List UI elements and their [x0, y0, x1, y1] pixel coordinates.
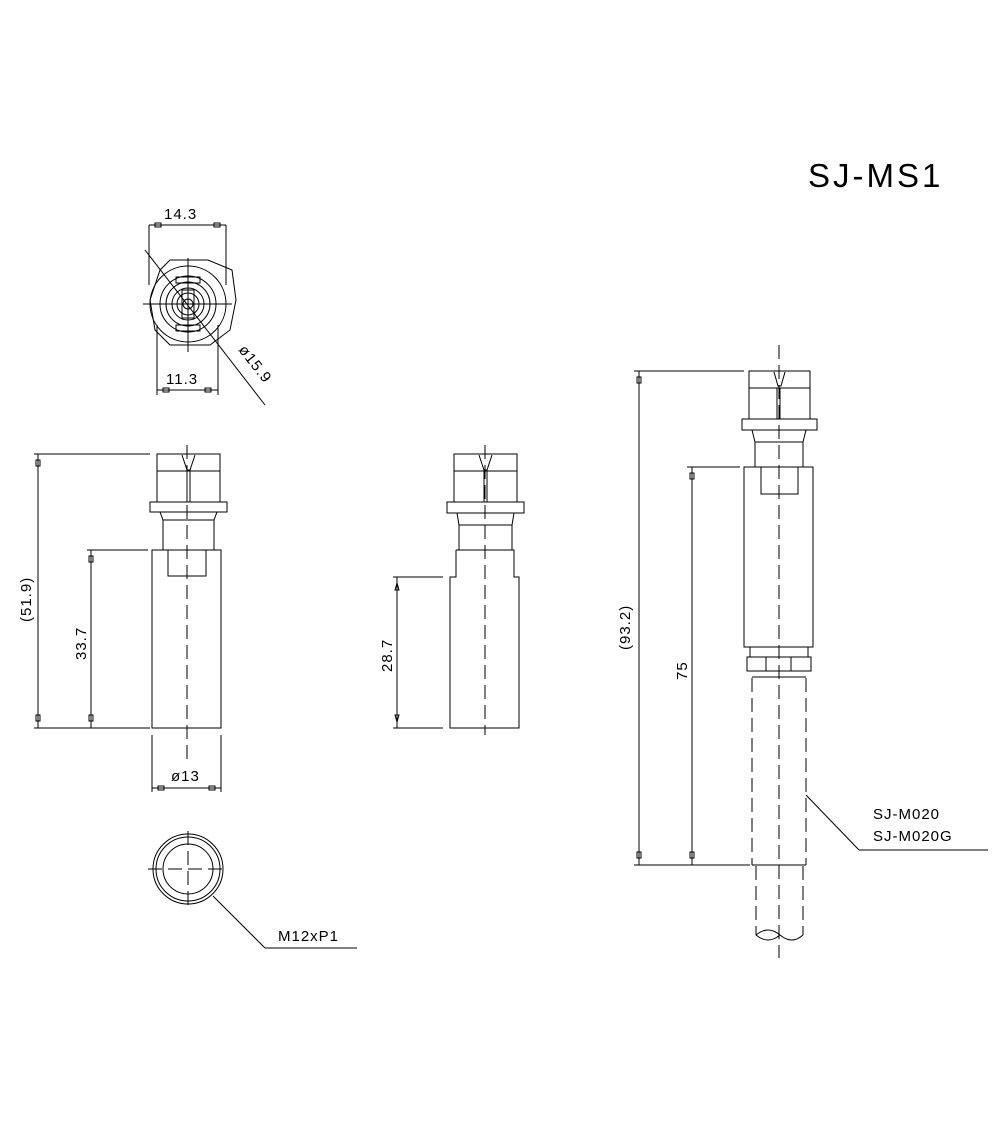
side-view-3: (93.2) 75 SJ-M020 SJ-M020G — [617, 345, 988, 958]
dim-body-length-2: 28.7 — [379, 639, 396, 672]
cable-part-label-1: SJ-M020 — [873, 806, 940, 823]
dim-overall-length-1: (51.9) — [18, 577, 35, 622]
thread-spec-label: M12xP1 — [278, 928, 339, 945]
drawing-title: SJ-MS1 — [808, 157, 943, 194]
dim-bottom-width: 11.3 — [166, 371, 198, 388]
dim-body-length-1: 33.7 — [73, 627, 90, 660]
dim-body-diameter: ø13 — [171, 768, 200, 785]
top-view: 14.3 11.3 ø15.9 — [143, 206, 275, 406]
cable-part-label-2: SJ-M020G — [873, 828, 953, 845]
dim-overall-length-3: (93.2) — [617, 605, 634, 650]
dim-top-width: 14.3 — [164, 206, 197, 223]
side-view-1: (51.9) 33.7 ø13 — [18, 445, 228, 792]
dim-top-diameter: ø15.9 — [235, 342, 275, 387]
end-view: M12xP1 — [148, 831, 357, 949]
side-view-2: 28.7 — [379, 445, 525, 735]
dim-body-length-3: 75 — [674, 661, 691, 680]
